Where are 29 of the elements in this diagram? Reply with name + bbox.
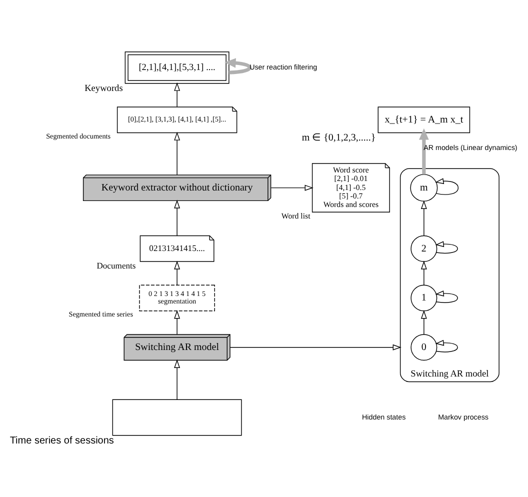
arrow: [174, 358, 180, 400]
arrow: [420, 260, 427, 285]
arrow: [435, 290, 458, 302]
node-circle: 2: [410, 234, 438, 262]
node-box: [2,1],[4,1],[5,3,1] ....: [124, 51, 230, 84]
arrow: [270, 184, 314, 190]
arrow: [419, 128, 429, 174]
node-circle: 1: [410, 284, 438, 311]
node-label: Time series of sessions: [10, 434, 114, 446]
arrow: [174, 131, 180, 175]
arrow: [174, 82, 180, 107]
arrow: [224, 58, 252, 74]
arrow: [174, 199, 180, 236]
node-box: [112, 398, 242, 436]
arrow: [435, 240, 458, 254]
arrow: [435, 339, 458, 352]
node-label: m ∈ {0,1,2,3,.....}: [302, 132, 376, 144]
node-label: Word list: [281, 210, 310, 220]
node-circle: m: [410, 174, 438, 202]
arrow: [420, 200, 427, 236]
node-circle: 0: [410, 334, 438, 360]
arrow: [174, 260, 180, 285]
arrow: [435, 178, 459, 194]
node-box: x_{t+1} = A_m x_t: [378, 106, 470, 133]
arrow: [230, 344, 402, 350]
arrow: [174, 310, 180, 334]
arrow: [420, 310, 427, 334]
node-label: Documents: [96, 260, 136, 270]
node-label: Keywords: [84, 83, 123, 94]
